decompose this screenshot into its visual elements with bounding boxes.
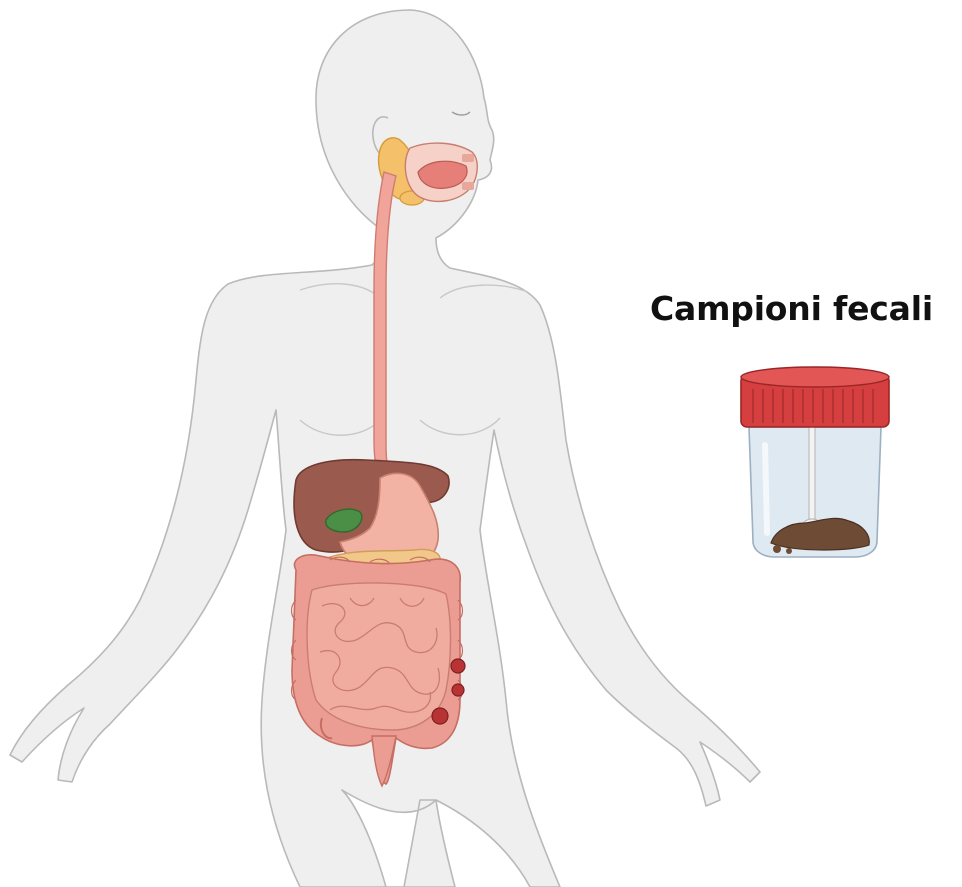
jar-sample-crumb [786,548,792,554]
jar-spoon-stick [809,427,815,519]
small-intestine [307,583,450,730]
jar-glass-shine [765,445,767,533]
jar-sample-crumb [773,545,781,553]
specimen-jar-icon [735,365,895,565]
sample-label: Campioni fecali [650,287,956,331]
oral-cavity [405,143,477,201]
jar-lid-top [741,367,889,387]
